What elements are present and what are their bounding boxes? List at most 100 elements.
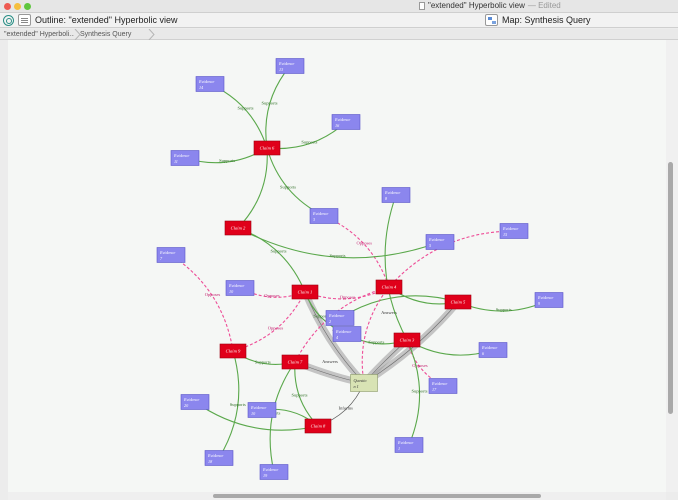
- node-number: 3: [313, 217, 315, 222]
- node-number: 1: [398, 446, 400, 451]
- node-number: 7: [160, 256, 163, 261]
- argument-map[interactable]: AnswersAnswersAnswersSupportsSupportsSup…: [8, 40, 666, 492]
- node-number: 2: [329, 319, 331, 324]
- claim-node-box: [393, 332, 421, 348]
- claim-node[interactable]: Claim 2: [224, 220, 252, 236]
- supports-link[interactable]: [194, 401, 319, 431]
- supports-link[interactable]: [218, 350, 240, 459]
- opposes-link-label: Opposes: [357, 240, 373, 245]
- node-label: Evidence: [198, 79, 214, 84]
- claim-node-box: [444, 294, 472, 310]
- node-label: Claim 1: [298, 290, 313, 295]
- claim-node-box: [224, 220, 252, 236]
- claim-node-box: [281, 354, 309, 370]
- supports-link[interactable]: [339, 295, 459, 319]
- focus-circle-icon[interactable]: [3, 15, 14, 26]
- evidence-node-box: [247, 402, 277, 418]
- opposes-link-label: Opposes: [412, 363, 428, 368]
- claim-node[interactable]: Claim 7: [281, 354, 309, 370]
- node-label: Evidence: [481, 345, 497, 350]
- node-label: Claim 3: [400, 338, 415, 343]
- supports-link[interactable]: [384, 194, 408, 341]
- claim-node[interactable]: Claim 9: [219, 343, 247, 359]
- evidence-node-box: [275, 58, 305, 74]
- window-titlebar: "extended" Hyperbolic view— Edited: [0, 0, 678, 13]
- outline-view-icon[interactable]: [18, 14, 31, 26]
- supports-link[interactable]: [266, 147, 325, 217]
- map-title: Map: Synthesis Query: [502, 15, 591, 25]
- node-label: Evidence: [335, 329, 351, 334]
- node-label: Claim 2: [231, 226, 246, 231]
- outline-title: Outline: "extended" Hyperbolic view: [35, 15, 178, 25]
- breadcrumb-item-outline[interactable]: "extended" Hyperboli...: [4, 31, 74, 38]
- node-number: 19: [263, 473, 268, 478]
- opposes-link[interactable]: [170, 254, 234, 352]
- evidence-node-box: [309, 208, 339, 224]
- node-label: Evidence: [312, 211, 328, 216]
- evidence-node-box: [259, 464, 289, 480]
- opposes-link[interactable]: [323, 215, 390, 288]
- claim-node[interactable]: Claim 1: [291, 284, 319, 300]
- claim-node[interactable]: Claim 4: [375, 279, 403, 295]
- claim-node[interactable]: Claim 8: [304, 418, 332, 434]
- map-view-icon[interactable]: [485, 14, 498, 26]
- claim-node-box: [375, 279, 403, 295]
- node-label: Claim 5: [451, 300, 466, 305]
- supports-link-label: Supports: [496, 307, 512, 312]
- node-label: Evidence: [173, 153, 189, 158]
- node-number: 11: [174, 159, 178, 164]
- map-canvas[interactable]: AnswersAnswersAnswersSupportsSupportsSup…: [8, 40, 666, 492]
- vertical-scroll-thumb[interactable]: [668, 162, 673, 414]
- supports-link[interactable]: [237, 227, 441, 259]
- opposes-link[interactable]: [361, 286, 390, 384]
- node-number: 20: [184, 403, 189, 408]
- evidence-node-box: [325, 310, 355, 326]
- node-label: Evidence: [431, 381, 447, 386]
- opposes-link[interactable]: [232, 291, 306, 352]
- node-number: 9: [538, 301, 541, 306]
- node-label: Evidence: [250, 405, 266, 410]
- horizontal-scroll-thumb[interactable]: [213, 494, 541, 498]
- supports-link[interactable]: [209, 83, 268, 149]
- supports-link[interactable]: [265, 65, 291, 149]
- node-label: Evidence: [384, 190, 400, 195]
- supports-link[interactable]: [237, 147, 268, 229]
- claim-node[interactable]: Claim 5: [444, 294, 472, 310]
- document-icon: [419, 2, 425, 10]
- zoom-window-button[interactable]: [24, 3, 31, 10]
- node-label: Evidence: [334, 117, 350, 122]
- minimize-window-button[interactable]: [14, 3, 21, 10]
- answers-link-label: Answers: [322, 359, 338, 364]
- breadcrumb-item-map[interactable]: Synthesis Query: [80, 31, 132, 38]
- claim-node[interactable]: Claim 6: [253, 140, 281, 156]
- node-label: Evidence: [502, 226, 518, 231]
- breadcrumb: "extended" Hyperboli... Synthesis Query: [0, 29, 678, 40]
- close-window-button[interactable]: [4, 3, 11, 10]
- supports-link-label: Supports: [329, 253, 345, 258]
- supports-link[interactable]: [406, 339, 421, 446]
- claim-node-box: [304, 418, 332, 434]
- claim-node[interactable]: Claim 3: [393, 332, 421, 348]
- evidence-node-box: [394, 437, 424, 453]
